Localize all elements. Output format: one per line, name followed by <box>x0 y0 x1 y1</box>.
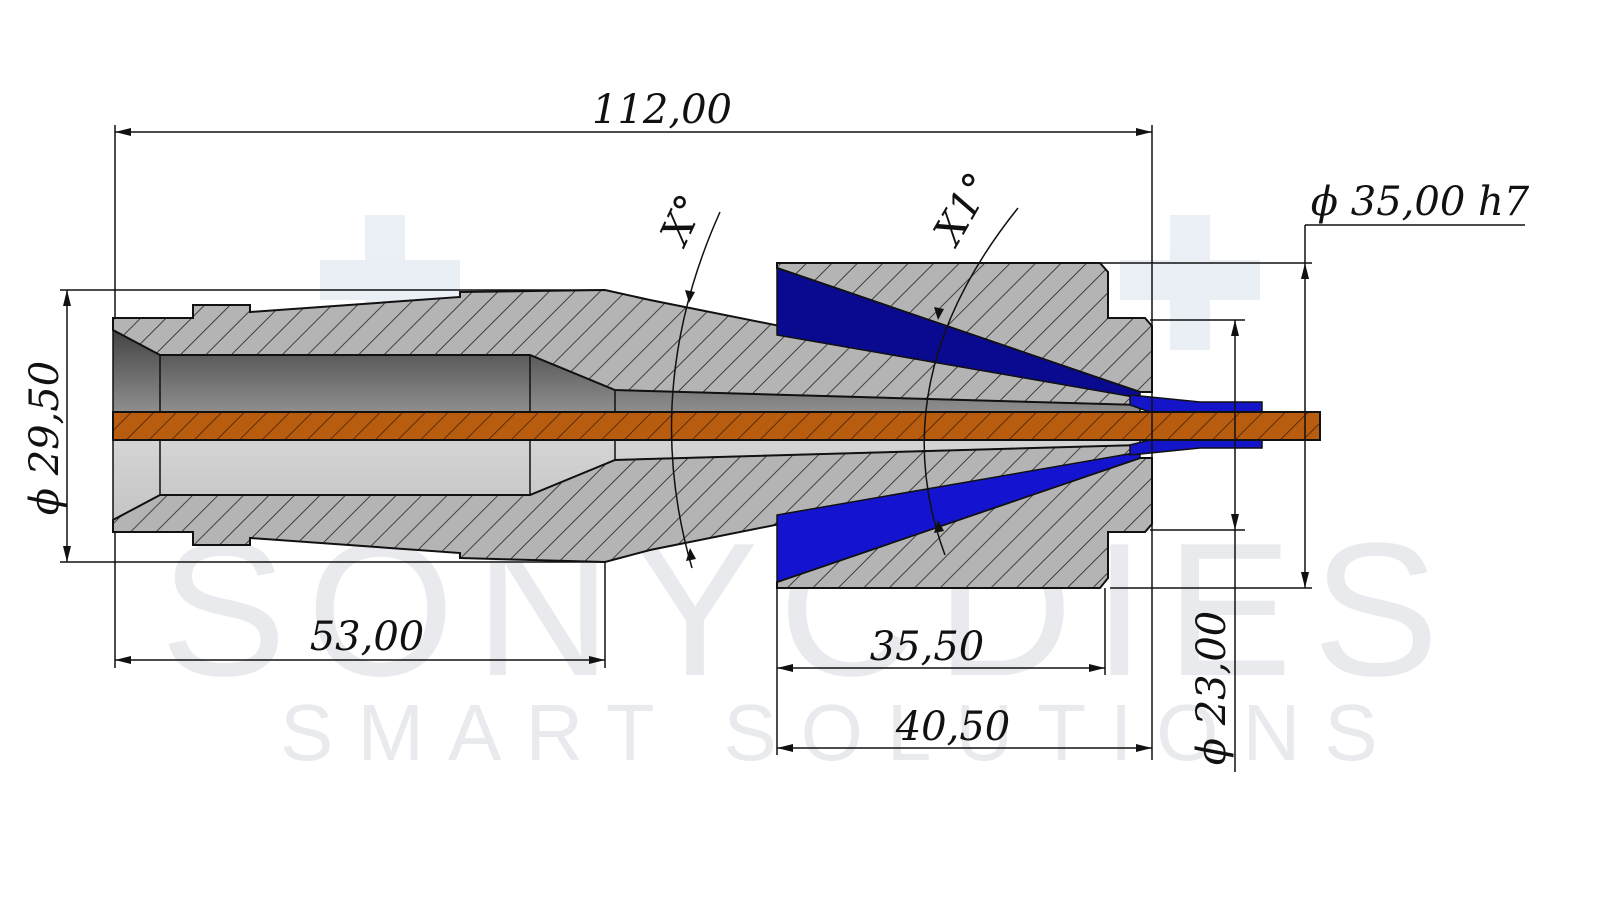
dim-tip-length: 53,00 <box>310 614 425 660</box>
dim-die-bore-diameter: ϕ 23,00 <box>1189 611 1235 766</box>
dimension-lines <box>60 125 1525 772</box>
coating-top <box>1129 394 1263 413</box>
watermark-tagline: SMART SOLUTIONS <box>280 688 1402 777</box>
dim-tip-diameter: ϕ 29,50 <box>22 361 68 516</box>
conductor-wire <box>112 411 1321 441</box>
melt-flow-bottom <box>776 451 1141 584</box>
dim-overall-length: 112,00 <box>592 87 732 133</box>
tip-angle-label: X° <box>651 188 714 254</box>
dimension-arrows <box>63 128 1309 752</box>
extrusion-tip <box>112 288 1141 564</box>
dim-die-length-inner: 35,50 <box>870 624 985 670</box>
extrusion-die <box>776 262 1263 589</box>
dim-die-outer-diameter: ϕ 35,00 h7 <box>1311 179 1530 225</box>
dim-die-length-total: 40,50 <box>895 704 1011 750</box>
coating-bottom <box>1129 439 1263 456</box>
die-angle-label: X1° <box>924 165 1002 255</box>
